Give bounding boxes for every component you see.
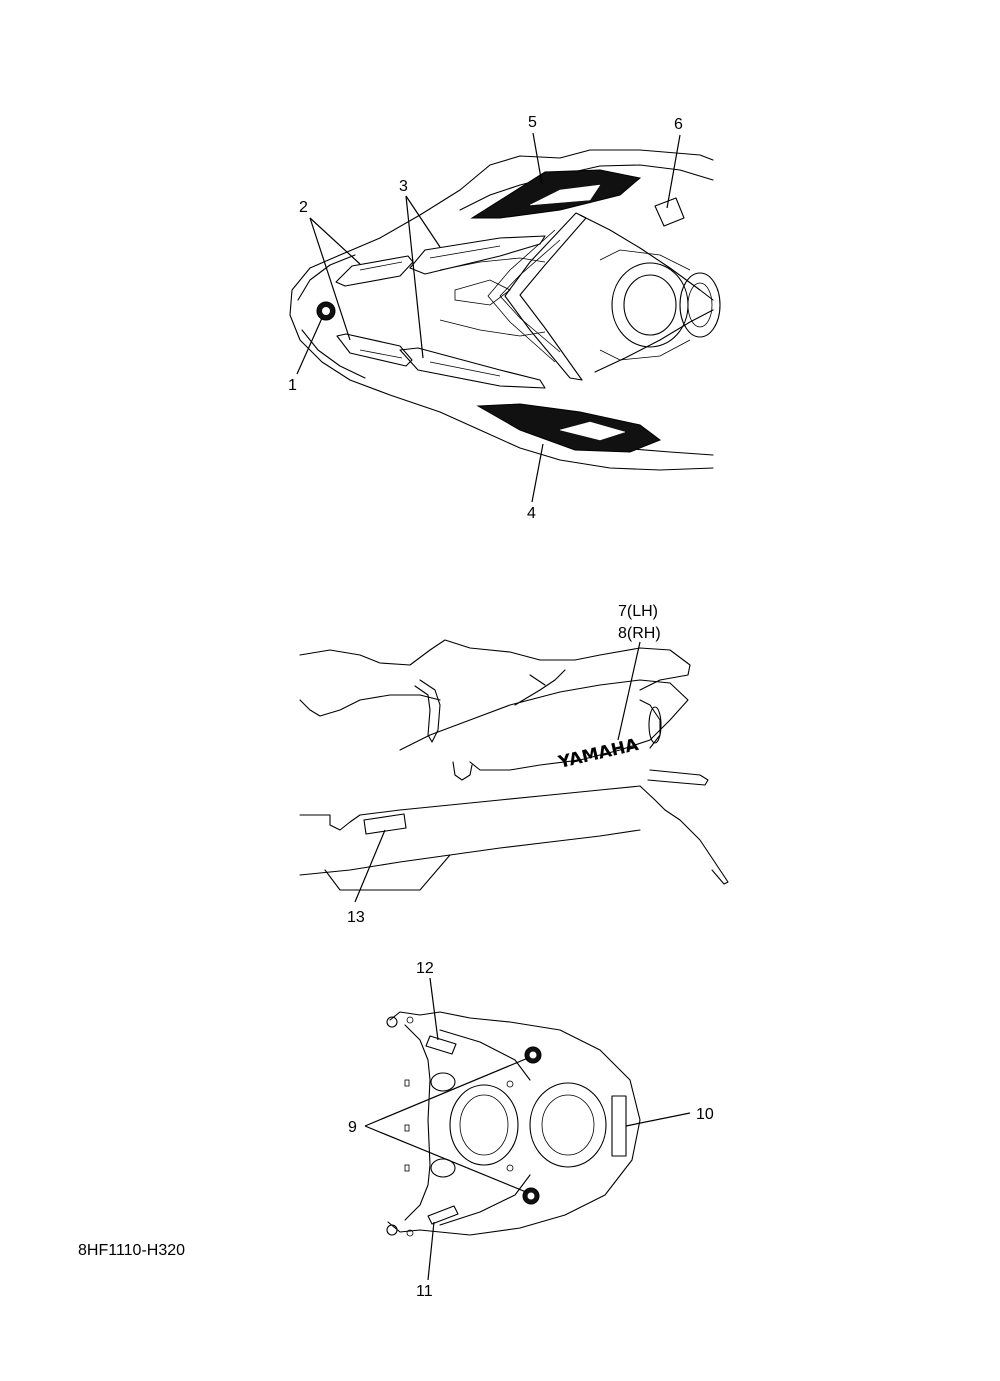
side-view-callouts: 7(LH) 8(RH) 13: [347, 603, 661, 926]
side-view-hull: YAMAHA: [299, 639, 729, 891]
callout-3: 3: [399, 178, 408, 195]
top-view-callouts: 1 2 3 4 5 6: [288, 114, 683, 522]
callout-13: 13: [347, 909, 365, 926]
callout-1: 1: [288, 377, 297, 394]
top-view-hull: [289, 149, 721, 471]
yamaha-decal-text: YAMAHA: [556, 735, 642, 773]
callout-9: 9: [348, 1119, 357, 1136]
callout-10: 10: [696, 1106, 714, 1123]
diagram-code: 8HF1110-H320: [78, 1242, 186, 1259]
callout-4: 4: [527, 505, 536, 522]
rear-deck-view: [386, 1011, 641, 1237]
callout-12: 12: [416, 960, 434, 977]
callout-5: 5: [528, 114, 537, 131]
callout-6: 6: [674, 116, 683, 133]
side-view-leader-lines: [354, 641, 641, 903]
rear-deck-leader-lines: [364, 977, 691, 1281]
top-view-leader-lines: [296, 132, 681, 503]
callout-11: 11: [416, 1283, 433, 1300]
callout-7: 7(LH): [618, 603, 658, 620]
callout-2: 2: [299, 199, 308, 216]
callout-8: 8(RH): [618, 625, 661, 642]
rear-deck-callouts: 9 10 11 12: [348, 960, 714, 1300]
